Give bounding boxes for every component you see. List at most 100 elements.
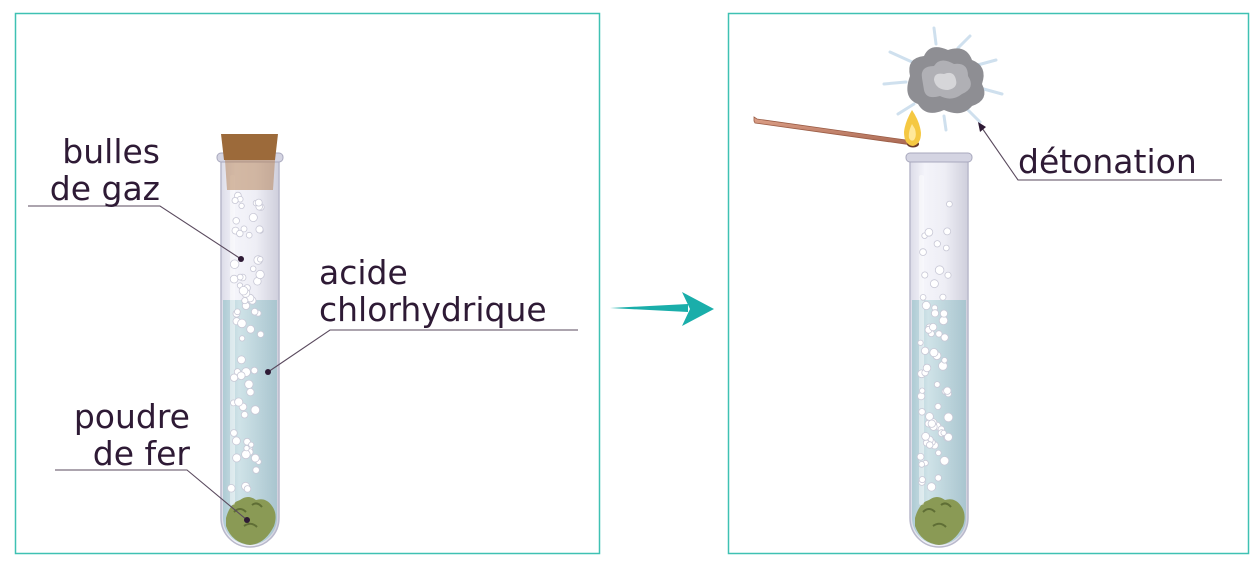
bubble	[232, 217, 240, 225]
bubble	[229, 259, 240, 269]
bubble	[943, 227, 952, 236]
bubble	[255, 269, 265, 280]
burning-match	[753, 110, 921, 148]
bubble	[250, 366, 259, 375]
left-test-tube	[216, 134, 284, 548]
bubble	[238, 202, 245, 209]
bubble	[238, 286, 249, 296]
bubble	[248, 441, 255, 448]
bubble	[935, 449, 942, 457]
bubble	[246, 387, 255, 397]
bubble	[921, 271, 929, 279]
bubble	[919, 248, 927, 256]
bubble	[250, 405, 261, 415]
bubble	[239, 335, 246, 342]
bubble	[257, 256, 264, 263]
bubble	[248, 212, 258, 222]
bubble	[918, 408, 926, 416]
bubble	[231, 436, 241, 446]
bubble	[924, 228, 934, 237]
bubble	[944, 271, 952, 279]
right-pointer-line	[981, 127, 1222, 181]
bubble	[240, 225, 248, 233]
bubble	[916, 452, 925, 461]
bubble	[250, 308, 259, 316]
bubble	[227, 484, 236, 493]
right-panel-frame	[727, 12, 1250, 555]
bubble	[939, 456, 950, 466]
bubble	[926, 482, 937, 492]
bubble	[920, 346, 930, 355]
bubble	[921, 300, 931, 310]
bubble	[930, 279, 939, 289]
bubble	[921, 432, 930, 441]
hydrochloric-acid-liquid	[223, 300, 277, 545]
cork-stopper	[221, 134, 278, 160]
bubble	[934, 474, 942, 482]
label-hydrochloric-acid: acide chlorhydrique	[319, 253, 547, 329]
bubble	[919, 294, 927, 301]
label-detonation: détonation	[1018, 142, 1197, 181]
bubble	[229, 274, 239, 284]
bubble	[917, 392, 926, 401]
bubble	[942, 244, 950, 252]
bubble	[246, 324, 255, 334]
bubble	[240, 411, 249, 419]
right-pointer-arrowhead	[978, 122, 986, 132]
bubble	[236, 371, 246, 381]
detonation-smoke	[882, 26, 1004, 132]
bubble	[236, 229, 244, 238]
bubble	[230, 429, 238, 437]
left-pointer-dots	[238, 256, 271, 523]
bubble	[941, 357, 948, 364]
bubble	[241, 449, 251, 460]
bubble	[933, 381, 941, 388]
bubble	[249, 265, 257, 272]
bubble	[231, 196, 239, 204]
bubble	[255, 225, 264, 234]
bubble	[922, 363, 932, 373]
left-pointer-lines	[28, 205, 578, 521]
bubble	[925, 412, 934, 421]
bubble	[927, 419, 936, 428]
bubble	[929, 348, 939, 358]
bubble	[928, 322, 938, 332]
bubble	[234, 308, 241, 316]
gas-bubbles-left	[227, 191, 265, 493]
bubble	[243, 445, 250, 452]
bubble	[943, 386, 952, 395]
bubble	[236, 355, 246, 365]
bubble	[234, 397, 244, 407]
bubble	[934, 402, 942, 410]
bubble	[926, 441, 934, 449]
bubble	[243, 485, 252, 493]
bubble	[935, 330, 943, 338]
bubble	[232, 453, 242, 463]
bubble	[940, 333, 949, 342]
bubble	[918, 461, 925, 468]
label-gas-bubbles: bulles de gaz	[49, 132, 160, 208]
bubble	[946, 200, 953, 208]
bubble	[237, 318, 247, 329]
bubble	[254, 198, 263, 207]
bubble	[931, 309, 940, 318]
bubble	[245, 231, 253, 239]
gas-bubbles-right	[916, 200, 954, 492]
right-test-tube	[905, 152, 973, 548]
bubble	[256, 330, 265, 338]
bubble	[241, 297, 249, 305]
transition-arrow	[610, 292, 714, 326]
left-panel-frame	[14, 12, 601, 555]
bubble	[939, 309, 948, 318]
bubble	[244, 379, 254, 389]
bubble	[918, 476, 926, 484]
bubble	[933, 240, 941, 248]
bubble	[939, 293, 947, 301]
bubble	[919, 387, 926, 394]
bubble	[940, 429, 947, 436]
bubble	[944, 432, 953, 442]
bubble	[251, 453, 260, 463]
bubble	[917, 339, 924, 346]
bubble	[236, 273, 244, 281]
